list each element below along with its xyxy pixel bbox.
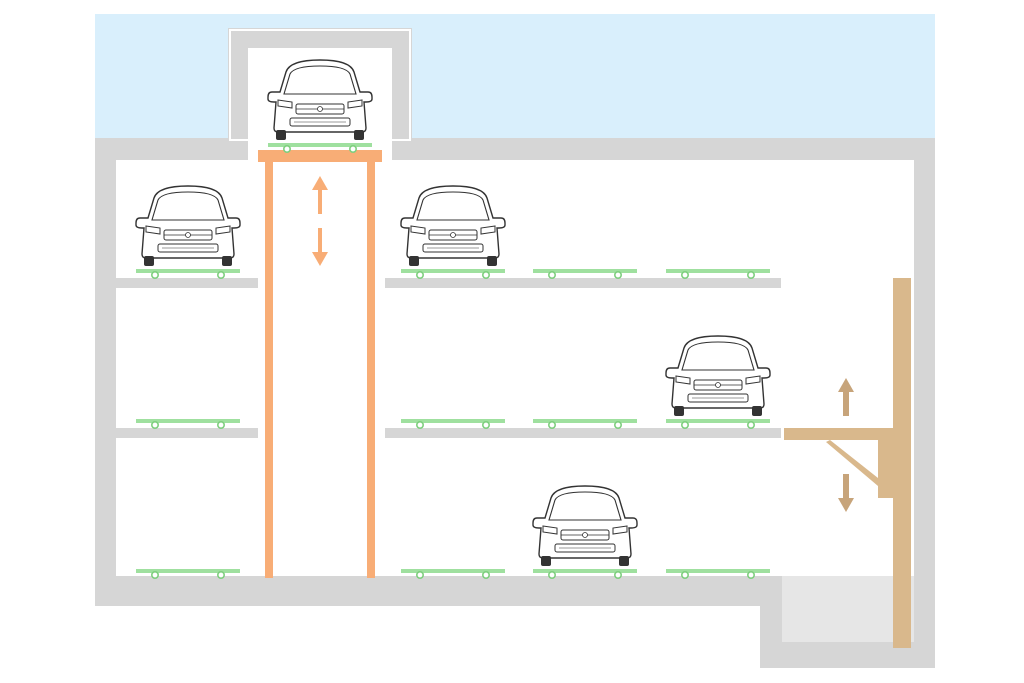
down-arrow-icon (312, 228, 328, 266)
floor-slabs (116, 278, 781, 438)
interior (116, 48, 914, 642)
crane-arm (784, 428, 893, 440)
transfer-crane (784, 278, 911, 648)
lift-rail-right (367, 162, 375, 578)
crane-carriage (878, 428, 893, 498)
lift-platform (258, 150, 382, 162)
vertical-lift (258, 150, 382, 578)
crane-arrows (838, 378, 854, 512)
lift-arrows (312, 176, 328, 266)
crane-mast (893, 278, 911, 648)
sky (95, 14, 935, 138)
crane-pit (782, 576, 914, 642)
up-arrow-icon (312, 176, 328, 214)
lift-rail-left (265, 162, 273, 578)
up-arrow-icon (838, 378, 854, 416)
down-arrow-icon (838, 474, 854, 512)
